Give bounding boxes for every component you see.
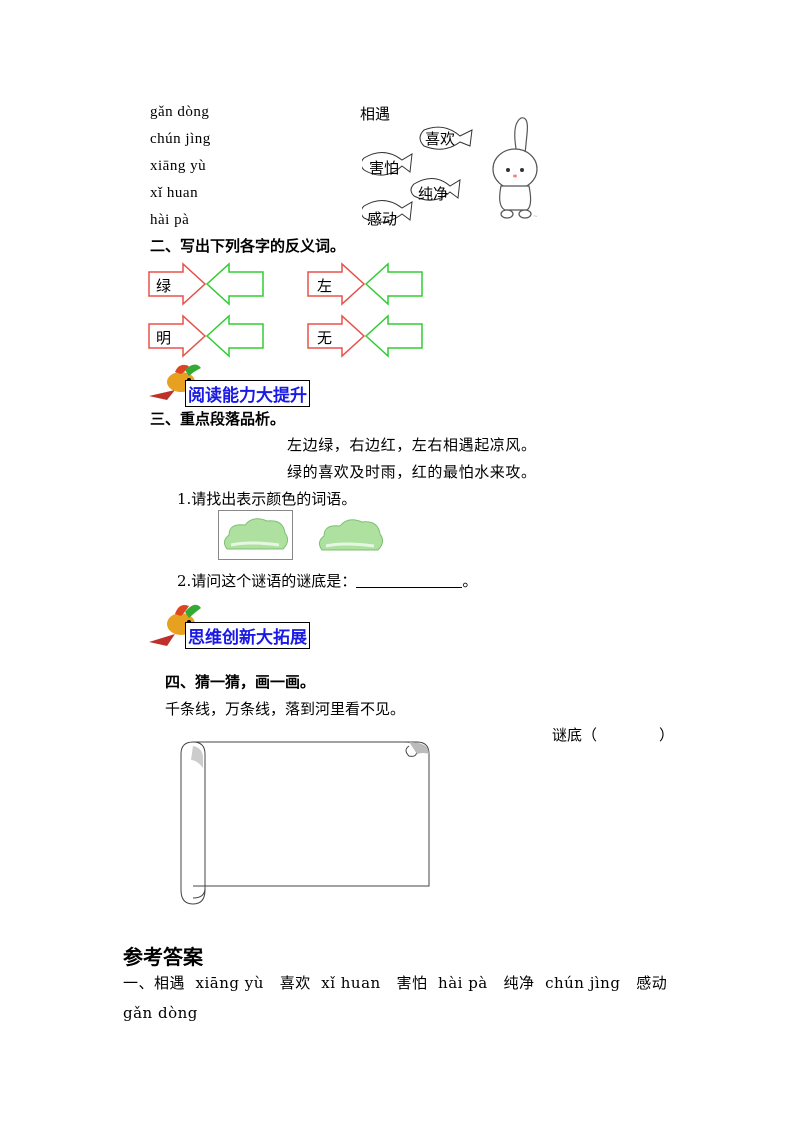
- answer-close: ）: [659, 726, 675, 744]
- question-2: 2.请问这个谜语的谜底是： 。: [177, 570, 477, 591]
- answer-label: 谜底（: [552, 726, 598, 744]
- answer-field[interactable]: 谜底（ ）: [552, 724, 674, 745]
- cartoon-bunny-image: ~: [492, 117, 538, 220]
- word-xiangyu: 相遇: [360, 105, 391, 123]
- section3-title: 三、重点段落品析。: [150, 410, 286, 428]
- pinyin-item: chún jìng: [150, 131, 211, 147]
- answers-line-2: gǎn dòng: [123, 1004, 198, 1022]
- word-gandong: 感动: [367, 210, 398, 228]
- section4-riddle: 千条线，万条线，落到河里看不见。: [165, 700, 406, 718]
- section2-title: 二、写出下列各字的反义词。: [150, 237, 346, 255]
- riddle-line-2: 绿的喜欢及时雨，红的最怕水来攻。: [287, 463, 537, 481]
- antonym-item-wu: 无: [317, 329, 333, 347]
- arrow-pair: [307, 262, 423, 306]
- antonym-item-zuo: 左: [317, 277, 333, 295]
- scroll-drawing-area[interactable]: [177, 738, 437, 908]
- answers-line-1: 一、相遇 xiāng yù 喜欢 xǐ huan 害怕 hài pà 纯净 ch…: [123, 974, 668, 992]
- word-xihuan: 喜欢: [425, 130, 456, 148]
- word-chunjing: 纯净: [418, 185, 449, 203]
- antonym-item-lv: 绿: [156, 277, 172, 295]
- banner-thinking: 思维创新大拓展: [185, 622, 310, 649]
- question-2-text: 2.请问这个谜语的谜底是：: [177, 572, 357, 590]
- pinyin-item: hài pà: [150, 212, 190, 228]
- cloud-icon: [223, 518, 289, 550]
- cloud-answer-box-2[interactable]: [316, 512, 386, 558]
- fish-shapes: [362, 126, 473, 223]
- cloud-answer-box-1[interactable]: [218, 510, 293, 560]
- pinyin-item: xiāng yù: [150, 158, 207, 174]
- question-2-end: 。: [462, 572, 478, 590]
- svg-text:~: ~: [533, 213, 538, 220]
- pinyin-item: xǐ huan: [150, 185, 199, 201]
- cloud-icon: [318, 519, 384, 551]
- antonym-item-ming: 明: [156, 329, 172, 347]
- answer-blank[interactable]: [356, 573, 463, 588]
- arrow-pair: [148, 314, 264, 358]
- section4-title: 四、猜一猜，画一画。: [165, 673, 316, 691]
- arrow-pair: [307, 314, 423, 358]
- arrow-pair: [148, 262, 264, 306]
- banner-reading: 阅读能力大提升: [185, 380, 310, 407]
- answers-title: 参考答案: [123, 945, 203, 969]
- word-haipa: 害怕: [369, 159, 400, 177]
- pinyin-item: gǎn dòng: [150, 104, 210, 120]
- question-1: 1.请找出表示颜色的词语。: [177, 490, 357, 508]
- riddle-line-1: 左边绿，右边红，左右相遇起凉风。: [287, 436, 537, 454]
